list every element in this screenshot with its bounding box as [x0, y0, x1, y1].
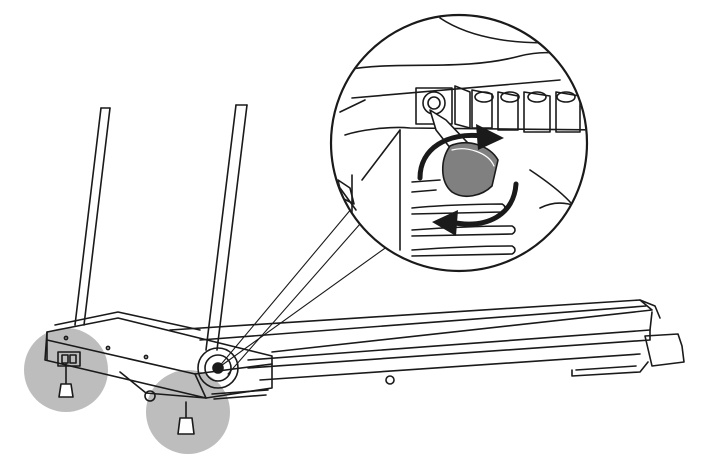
magnified-inset	[329, 13, 589, 273]
motor-hood	[44, 311, 273, 399]
rotation-arrow-bottom	[447, 181, 519, 227]
front-foot-highlight	[146, 370, 230, 454]
rotation-arrowhead-top	[476, 124, 504, 150]
zoom-guide-lines	[217, 207, 389, 375]
rotation-arrow-top	[417, 132, 485, 181]
rotation-arrowhead-bottom	[432, 210, 458, 236]
power-switch-panel	[57, 351, 81, 367]
running-deck	[169, 299, 661, 381]
rotation-arrows	[417, 132, 519, 227]
hood-vent-slots	[211, 389, 269, 400]
right-upright-post	[205, 104, 248, 351]
inset-clip-sockets	[454, 85, 581, 133]
foot-highlights	[24, 328, 230, 454]
left-leveling-foot	[58, 363, 74, 398]
front-leveling-foot	[177, 401, 195, 435]
left-upright-post	[74, 107, 111, 326]
transport-wheels	[144, 375, 395, 402]
rear-end-cap	[571, 333, 685, 377]
